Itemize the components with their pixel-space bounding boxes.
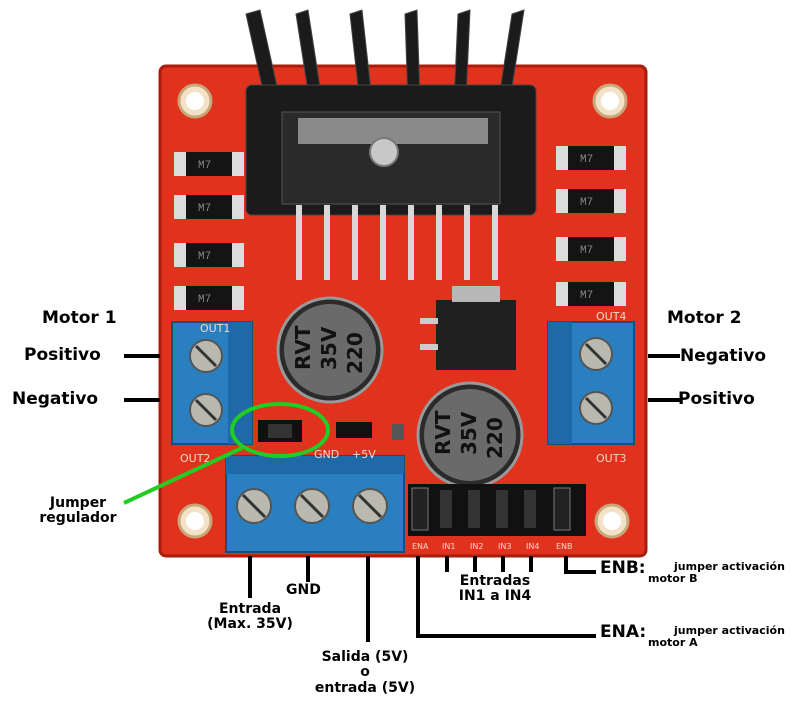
diode-mark: M7 bbox=[580, 290, 593, 302]
gnd-label: GND bbox=[286, 582, 321, 598]
leader-lines bbox=[124, 354, 680, 642]
jumper-label-line1: Jumper bbox=[49, 495, 107, 511]
ena-desc-line2: motor A bbox=[648, 636, 698, 650]
diode-mark: M7 bbox=[580, 197, 593, 209]
capacitor-voltage: 35V bbox=[317, 326, 341, 370]
diode-mark: M7 bbox=[580, 245, 593, 257]
silk-in4: IN4 bbox=[526, 542, 539, 551]
silk-out1: OUT1 bbox=[200, 322, 230, 335]
capacitor-left: RVT 35V 220 bbox=[276, 296, 384, 404]
silk-in1: IN1 bbox=[442, 542, 455, 551]
chip-pins bbox=[296, 205, 498, 280]
ena-desc-line1: jumper activación bbox=[674, 624, 785, 637]
jumper-label-line2: regulador bbox=[39, 510, 117, 527]
input-label-line2: (Max. 35V) bbox=[207, 616, 293, 633]
enb-description: jumper activación motor B bbox=[648, 560, 785, 586]
diodes-left bbox=[174, 152, 244, 310]
input-label-line1: Entrada bbox=[218, 601, 282, 617]
mounting-hole-bottom-right bbox=[594, 503, 630, 539]
inputs-in1-in4-label: Entradas IN1 a IN4 bbox=[432, 573, 558, 605]
jumper-highlight-circle bbox=[230, 402, 330, 458]
silk-5v: +5V bbox=[352, 448, 376, 461]
silk-enb: ENB bbox=[556, 542, 573, 551]
ena-description: jumper activación motor A bbox=[648, 624, 785, 650]
ena-title: ENA: bbox=[600, 622, 647, 642]
silk-out4: OUT4 bbox=[596, 310, 626, 323]
resistor bbox=[336, 422, 372, 438]
capacitor-rvt: RVT bbox=[291, 325, 315, 370]
terminal-block-motor1 bbox=[171, 321, 253, 445]
terminal-block-power bbox=[225, 455, 405, 553]
voltage-regulator bbox=[420, 286, 516, 370]
capacitor-right: RVT 35V 220 bbox=[416, 381, 524, 489]
terminal-block-motor2 bbox=[547, 321, 635, 445]
silk-ena: ENA bbox=[412, 542, 429, 551]
led bbox=[392, 424, 404, 440]
input-label: Entrada (Max. 35V) bbox=[190, 601, 310, 633]
capacitor-value: 220 bbox=[483, 417, 507, 459]
input-header bbox=[408, 484, 586, 536]
silk-gnd: GND bbox=[314, 448, 339, 461]
jumper-pointer-line bbox=[123, 446, 243, 505]
enb-desc-line2: motor B bbox=[648, 572, 698, 586]
motor1-positive-label: Positivo bbox=[24, 345, 101, 365]
silk-in2: IN2 bbox=[470, 542, 483, 551]
motor1-negative-label: Negativo bbox=[12, 389, 99, 409]
mounting-hole-top-right bbox=[592, 83, 628, 119]
motor2-title: Motor 2 bbox=[667, 308, 742, 328]
jumper-regulator-label: Jumper regulador bbox=[30, 495, 126, 527]
capacitor-rvt: RVT bbox=[431, 410, 455, 455]
enb-title: ENB: bbox=[600, 558, 646, 578]
output-label-line2: o bbox=[360, 664, 370, 681]
diode-mark: M7 bbox=[198, 160, 211, 172]
silk-out2: OUT2 bbox=[180, 452, 210, 465]
mounting-hole-bottom-left bbox=[177, 503, 213, 539]
capacitor-voltage: 35V bbox=[457, 411, 481, 455]
diode-mark: M7 bbox=[198, 251, 211, 263]
diodes-right bbox=[556, 146, 626, 306]
output-label: Salida (5V) o entrada (5V) bbox=[296, 649, 434, 696]
enb-desc-line1: jumper activación bbox=[674, 560, 785, 573]
output-label-line1: Salida (5V) bbox=[321, 649, 409, 665]
capacitor-value: 220 bbox=[343, 332, 367, 374]
regulator-jumper bbox=[258, 420, 302, 442]
diode-mark: M7 bbox=[198, 203, 211, 215]
silk-out3: OUT3 bbox=[596, 452, 626, 465]
motor2-positive-label: Positivo bbox=[678, 389, 755, 409]
motor1-title: Motor 1 bbox=[42, 308, 117, 328]
diode-mark: M7 bbox=[198, 294, 211, 306]
silk-in3: IN3 bbox=[498, 542, 511, 551]
diode-mark: M7 bbox=[580, 154, 593, 166]
output-label-line3: entrada (5V) bbox=[314, 679, 416, 696]
inputs-label-line2: IN1 a IN4 bbox=[458, 588, 532, 605]
inputs-label-line1: Entradas bbox=[459, 573, 531, 589]
motor2-negative-label: Negativo bbox=[680, 346, 767, 366]
mounting-hole-top-left bbox=[177, 83, 213, 119]
